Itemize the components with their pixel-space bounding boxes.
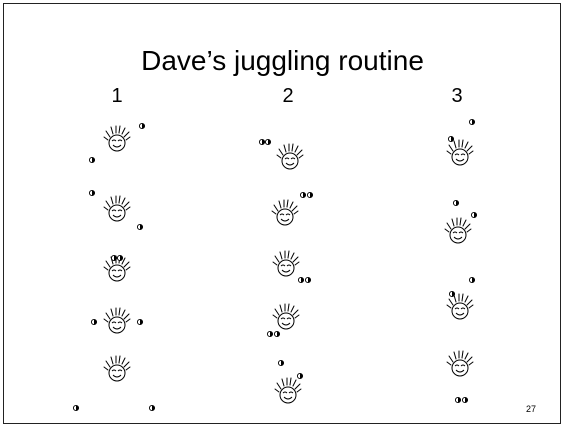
ball-icon bbox=[307, 192, 312, 197]
juggler-icon bbox=[104, 356, 130, 381]
juggler-icon bbox=[445, 218, 471, 243]
ball-icon bbox=[73, 405, 78, 410]
ball-icon bbox=[469, 119, 474, 124]
juggler-icon bbox=[104, 126, 130, 151]
juggler-icon bbox=[272, 200, 298, 225]
juggler-icon bbox=[447, 294, 473, 319]
ball-icon bbox=[274, 331, 279, 336]
ball-icon bbox=[137, 319, 142, 324]
ball-icon bbox=[453, 200, 458, 205]
ball-icon bbox=[267, 331, 272, 336]
juggler-icon bbox=[104, 256, 130, 281]
ball-icon bbox=[469, 277, 474, 282]
ball-icon bbox=[259, 139, 264, 144]
ball-icon bbox=[278, 360, 283, 365]
ball-icon bbox=[298, 277, 303, 282]
ball-icon bbox=[137, 224, 142, 229]
ball-icon bbox=[265, 139, 270, 144]
ball-icon bbox=[89, 190, 94, 195]
ball-icon bbox=[91, 319, 96, 324]
ball-icon bbox=[89, 157, 94, 162]
ball-icon bbox=[297, 373, 302, 378]
juggler-icon bbox=[273, 251, 299, 276]
juggler-icon bbox=[447, 140, 473, 165]
ball-icon bbox=[149, 405, 154, 410]
ball-icon bbox=[111, 255, 116, 260]
ball-icon bbox=[471, 212, 476, 217]
juggler-icon bbox=[104, 196, 130, 221]
ball-icon bbox=[462, 397, 467, 402]
juggler-icon bbox=[277, 144, 303, 169]
juggler-icon bbox=[447, 351, 473, 376]
juggler-icon bbox=[104, 308, 130, 333]
ball-icon bbox=[455, 397, 460, 402]
ball-icon bbox=[139, 123, 144, 128]
page-number: 27 bbox=[526, 404, 536, 414]
juggler-icon bbox=[273, 304, 299, 329]
ball-icon bbox=[300, 192, 305, 197]
ball-icon bbox=[117, 255, 122, 260]
juggler-icon bbox=[275, 378, 301, 403]
ball-icon bbox=[305, 277, 310, 282]
ball-icon bbox=[449, 291, 454, 296]
ball-icon bbox=[448, 136, 453, 141]
